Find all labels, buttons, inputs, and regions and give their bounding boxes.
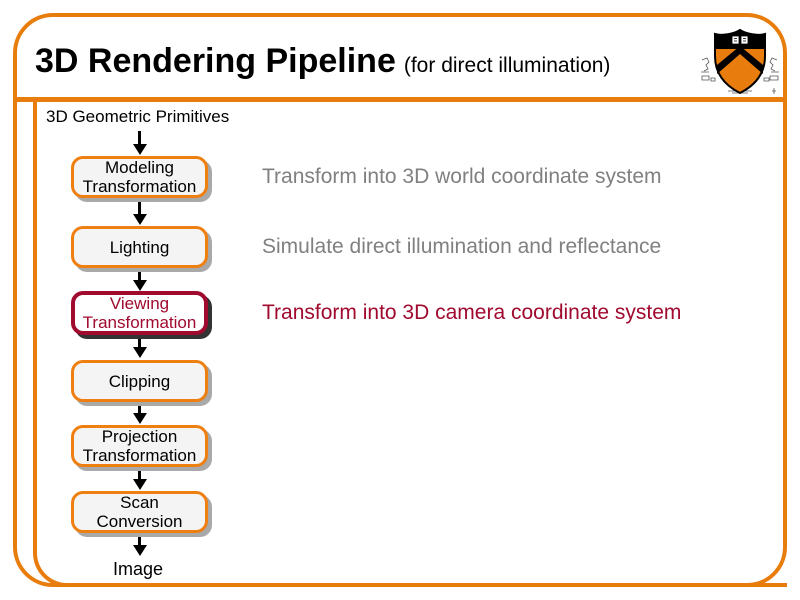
flow-arrow — [132, 404, 147, 424]
stage-label: Transformation — [82, 446, 197, 465]
stage-label: Conversion — [96, 512, 183, 531]
stage-label: Modeling — [105, 158, 174, 177]
princeton-shield-icon — [701, 28, 779, 95]
stage-lighting: Lighting — [71, 226, 208, 268]
stage-label: Viewing — [109, 294, 170, 313]
flow-arrow — [132, 535, 147, 556]
stage-label: Scan — [120, 493, 159, 512]
stage-label: Projection — [101, 427, 178, 446]
flow-arrow — [132, 337, 147, 358]
flow-arrow — [132, 470, 147, 490]
pipeline-source-label: 3D Geometric Primitives — [46, 107, 230, 126]
flow-arrow — [132, 201, 147, 225]
annotation-camera-coordinates: Transform into 3D camera coordinate syst… — [262, 301, 682, 324]
stage-modeling-transformation: Modeling Transformation — [71, 156, 208, 198]
stage-label: Clipping — [108, 371, 171, 391]
pipeline-sink-label: Image — [113, 559, 164, 579]
stage-label: Lighting — [109, 237, 170, 257]
title-row: 3D Rendering Pipeline (for direct illumin… — [35, 42, 695, 81]
flow-arrow — [132, 270, 147, 291]
title-separator-line — [13, 97, 787, 102]
page-title: 3D Rendering Pipeline — [35, 42, 396, 80]
flow-arrow — [132, 131, 147, 155]
annotation-world-coordinates: Transform into 3D world coordinate syste… — [262, 165, 662, 188]
body-border — [33, 100, 787, 587]
stage-clipping: Clipping — [71, 360, 208, 402]
stage-label: Transformation — [82, 177, 197, 196]
stage-viewing-transformation: Viewing Transformation — [71, 291, 208, 335]
stage-label: Transformation — [82, 313, 197, 332]
stage-scan-conversion: Scan Conversion — [71, 491, 208, 533]
stage-projection-transformation: Projection Transformation — [71, 425, 208, 467]
page-subtitle: (for direct illumination) — [403, 54, 611, 77]
annotation-illumination: Simulate direct illumination and reflect… — [262, 235, 662, 258]
